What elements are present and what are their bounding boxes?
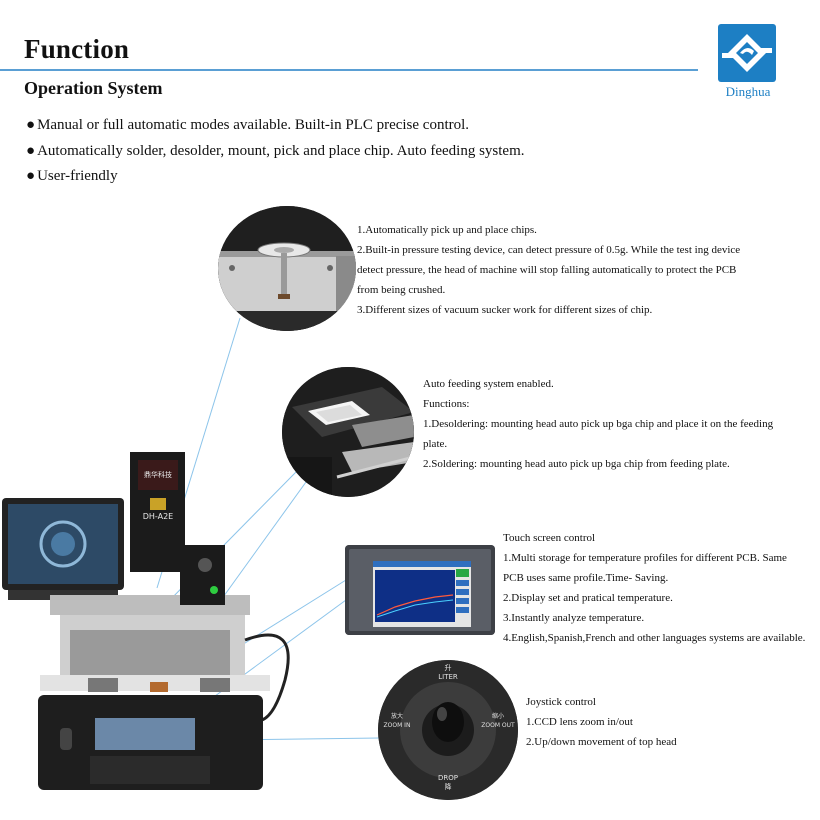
joystick-zoom-in-cn: 放大 — [390, 713, 403, 720]
callout-line: 2.Up/down movement of top head — [526, 736, 677, 748]
auto-feeder-photo — [282, 367, 414, 497]
bullet-text: Automatically solder, desolder, mount, p… — [37, 143, 525, 159]
callout-line: Functions: — [423, 398, 470, 410]
bullet-text: User-friendly — [37, 168, 118, 184]
callout-line: 3.Different sizes of vacuum sucker work … — [357, 304, 653, 316]
callout-joystick: Joystick control 1.CCD lens zoom in/out … — [526, 692, 677, 752]
joystick-zoom-out-label: ZOOM OUT — [481, 722, 515, 729]
page-title: Function — [24, 34, 130, 64]
callout-line: 2.Soldering: mounting head auto pick up … — [423, 458, 730, 470]
joystick-up-cn: 升 — [444, 664, 452, 672]
joystick-zoom-in-label: ZOOM IN — [383, 722, 411, 729]
vacuum-nozzle-photo — [218, 206, 356, 331]
callout-line: 3.Instantly analyze temperature. — [503, 612, 645, 624]
bullet-icon: ● — [26, 143, 36, 159]
callout-auto-feeder: Auto feeding system enabled. Functions: … — [423, 374, 773, 474]
bullet-item: ●Automatically solder, desolder, mount, … — [26, 143, 525, 160]
joystick-photo: 升 LITER DROP 降 放大 ZOOM IN 缩小 ZOOM OUT — [378, 660, 518, 800]
dinghua-logo — [718, 24, 776, 82]
machine-model-label: DH-A2E — [142, 512, 174, 521]
bga-rework-station-photo: 鼎华科技 DH-A2E — [0, 450, 300, 800]
section-subtitle: Operation System — [24, 78, 163, 98]
callout-line: from being crushed. — [357, 284, 446, 296]
title-underline — [0, 69, 698, 71]
callout-line: 4.English,Spanish,French and other langu… — [503, 632, 806, 644]
callout-line: detect pressure, the head of machine wil… — [357, 264, 737, 276]
machine-brand-label: 鼎华科技 — [144, 471, 172, 479]
logo-name: Dinghua — [725, 84, 771, 99]
bullet-text: Manual or full automatic modes available… — [37, 117, 470, 133]
bullet-item: ●User-friendly — [26, 168, 118, 185]
callout-vacuum-nozzle: 1.Automatically pick up and place chips.… — [357, 220, 740, 320]
bullet-item: ●Manual or full automatic modes availabl… — [26, 117, 469, 134]
bullet-icon: ● — [26, 168, 36, 184]
callout-line: 2.Display set and pratical temperature. — [503, 592, 673, 604]
touch-screen-photo — [345, 545, 495, 635]
callout-line: PCB uses same profile.Time- Saving. — [503, 572, 669, 584]
joystick-icon — [378, 660, 518, 800]
callout-line: Touch screen control — [503, 532, 596, 544]
callout-line: plate. — [423, 438, 448, 450]
joystick-up-label: LITER — [438, 673, 458, 681]
callout-touch-screen: Touch screen control 1.Multi storage for… — [503, 528, 805, 648]
joystick-down-label: DROP — [438, 774, 458, 782]
callout-line: Auto feeding system enabled. — [423, 378, 554, 390]
joystick-zoom-out-cn: 缩小 — [491, 713, 504, 720]
callout-line: Joystick control — [526, 696, 596, 708]
callout-line: 2.Built-in pressure testing device, can … — [357, 244, 741, 256]
callout-line: 1.CCD lens zoom in/out — [526, 716, 633, 728]
joystick-down-cn: 降 — [444, 783, 452, 791]
bullet-icon: ● — [26, 117, 36, 133]
machine-illustration — [2, 452, 290, 790]
callout-line: 1.Desoldering: mounting head auto pick u… — [423, 418, 774, 430]
callout-line: 1.Automatically pick up and place chips. — [357, 224, 537, 236]
callout-line: 1.Multi storage for temperature profiles… — [503, 552, 787, 564]
